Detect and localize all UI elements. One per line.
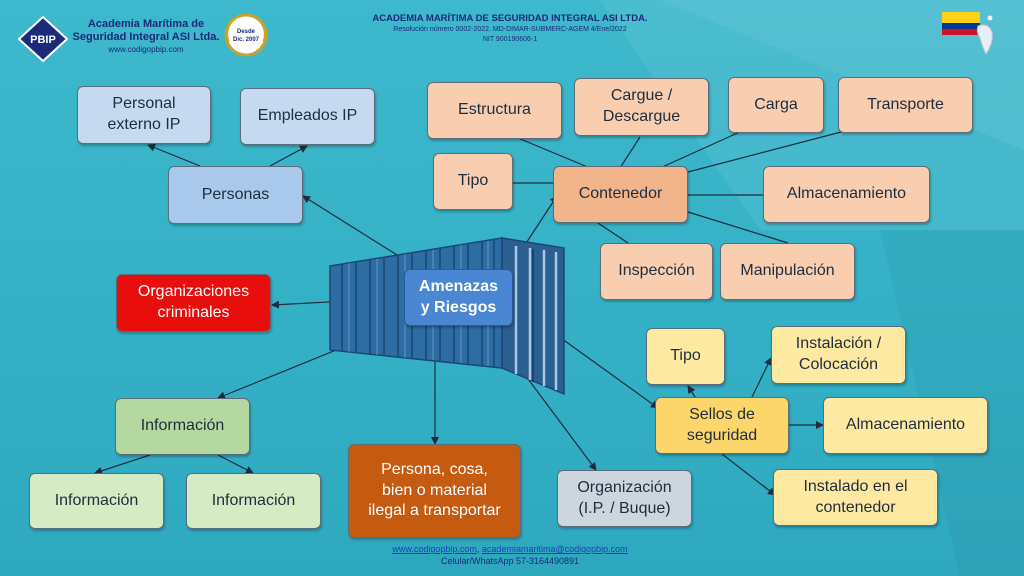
footer-phone: Celular/WhatsApp 57-3164490891 [440,556,580,566]
node-personas: Personas [168,166,303,224]
node-amenazas-riesgos: Amenazas y Riesgos [404,269,513,326]
footer-separator: , [476,544,482,554]
node-contenedor-label: Contenedor [578,185,663,203]
node-sellos-line1: Sellos de [689,405,755,423]
node-empleados-ip-label: Empleados IP [257,107,358,125]
node-tipo-contenedor: Tipo [433,153,513,210]
node-tipo-sellos-label: Tipo [670,347,701,365]
node-cargue-line2: Descargue [602,108,681,125]
link-personas-externo [147,143,201,167]
pbip-logo-icon: PBIP [18,16,68,62]
node-carga-label: Carga [754,95,798,113]
node-almacenamiento-sellos-label: Almacenamiento [845,416,966,434]
node-instalacion-colocacion: Instalación / Colocación [771,326,906,384]
node-transporte-label: Transporte [867,95,944,113]
link-personas-empleados [269,145,308,167]
node-carga: Carga [728,77,824,133]
header-info: ACADEMIA MARÍTIMA DE SEGURIDAD INTEGRAL … [330,12,690,45]
link-cont-transporte [687,131,842,173]
node-persona-cosa-line1: Persona, cosa, [381,460,488,478]
node-informacion-main-label: Información [140,417,225,435]
node-organizaciones-line2: criminales [157,304,230,321]
node-inspeccion-label: Inspección [618,262,695,280]
header-nit: NIT 900190606-1 [482,36,538,43]
academy-name: Academia Marítima de Seguridad Integral … [72,18,220,56]
node-persona-cosa-line2: bien o material [382,481,487,499]
node-persona-cosa: Persona, cosa, bien o material ilegal a … [348,444,521,538]
link-info-left [94,454,151,475]
link-sellos-tipo [687,385,696,398]
node-informacion-right-label: Información [211,491,296,509]
node-almacenamiento-contenedor: Almacenamiento [763,166,930,223]
node-manipulacion: Manipulación [720,243,855,300]
node-empleados-ip: Empleados IP [240,88,375,145]
badge-line2: Dic. 2007 [233,37,260,43]
node-informacion-left: Información [29,473,164,529]
node-organizaciones-line1: Organizaciones [137,283,250,301]
node-almacenamiento-contenedor-label: Almacenamiento [786,185,907,203]
node-tipo-contenedor-label: Tipo [457,172,489,190]
node-contenedor: Contenedor [553,166,688,223]
node-instalado-line1: Instalado en el [803,477,908,495]
node-persona-cosa-line3: ilegal a transportar [368,502,501,520]
link-center-personas [302,195,406,261]
node-cargue-line1: Cargue / [610,87,673,105]
colombia-flag-map-icon [942,12,993,55]
node-center-line1: Amenazas [418,277,499,295]
node-informacion-right: Información [186,473,321,529]
link-info-right [217,454,254,474]
node-sellos-seguridad: Sellos de seguridad [655,397,789,454]
link-cont-manipulacion [687,211,789,244]
academy-name-line1: Academia Marítima de [87,18,205,30]
badge-line1: Desde [237,29,256,35]
node-center-line2: y Riesgos [420,298,497,316]
node-organizacion-line1: Organización [577,478,672,496]
node-instalado-line2: contenedor [815,498,896,516]
node-organizacion-ip-buque: Organización (I.P. / Buque) [557,470,692,527]
node-transporte: Transporte [838,77,973,133]
node-personal-externo-line1: Personal [112,95,176,113]
node-informacion-main: Información [115,398,250,455]
link-cont-estructura [517,137,591,169]
link-cont-carga [659,130,743,169]
node-organizacion-line2: (I.P. / Buque) [578,499,671,517]
node-personal-externo: Personal externo IP [77,86,211,144]
node-organizaciones-criminales: Organizaciones criminales [116,274,271,332]
node-instalado-contenedor: Instalado en el contenedor [773,469,938,526]
node-estructura: Estructura [427,82,562,139]
node-instalacion-line2: Colocación [798,356,879,373]
node-almacenamiento-sellos: Almacenamiento [823,397,988,454]
node-tipo-sellos: Tipo [646,328,725,385]
footer-email-link[interactable]: academiamaritima@codigopbip.com [481,544,628,554]
link-cont-cargue [619,136,641,169]
link-sellos-instalado [721,453,776,496]
node-manipulacion-label: Manipulación [740,262,835,280]
node-inspeccion: Inspección [600,243,713,300]
header-resolution: Resolución número 0002-2022. MD-DIMAR-SU… [393,26,627,33]
academy-url: www.codigopbip.com [108,45,184,54]
link-cont-inspeccion [597,222,629,244]
node-informacion-left-label: Información [54,491,139,509]
link-sellos-instalacion [751,357,772,398]
footer-contact: www.codigopbip.com, academiamaritima@cod… [330,543,690,567]
node-instalacion-line1: Instalación / [795,335,882,353]
logo-mark: PBIP [30,34,56,46]
node-personas-label: Personas [201,185,270,203]
footer-web-link[interactable]: www.codigopbip.com [392,544,477,554]
node-sellos-line2: seguridad [686,426,758,444]
node-personal-externo-line2: externo IP [107,116,181,133]
node-cargue-descargue: Cargue / Descargue [574,78,709,136]
node-estructura-label: Estructura [458,101,531,119]
academy-name-line2: Seguridad Integral ASI Ltda. [72,31,220,43]
since-badge-icon: Desde Dic. 2007 [224,13,268,57]
header-title: ACADEMIA MARÍTIMA DE SEGURIDAD INTEGRAL … [372,13,648,24]
